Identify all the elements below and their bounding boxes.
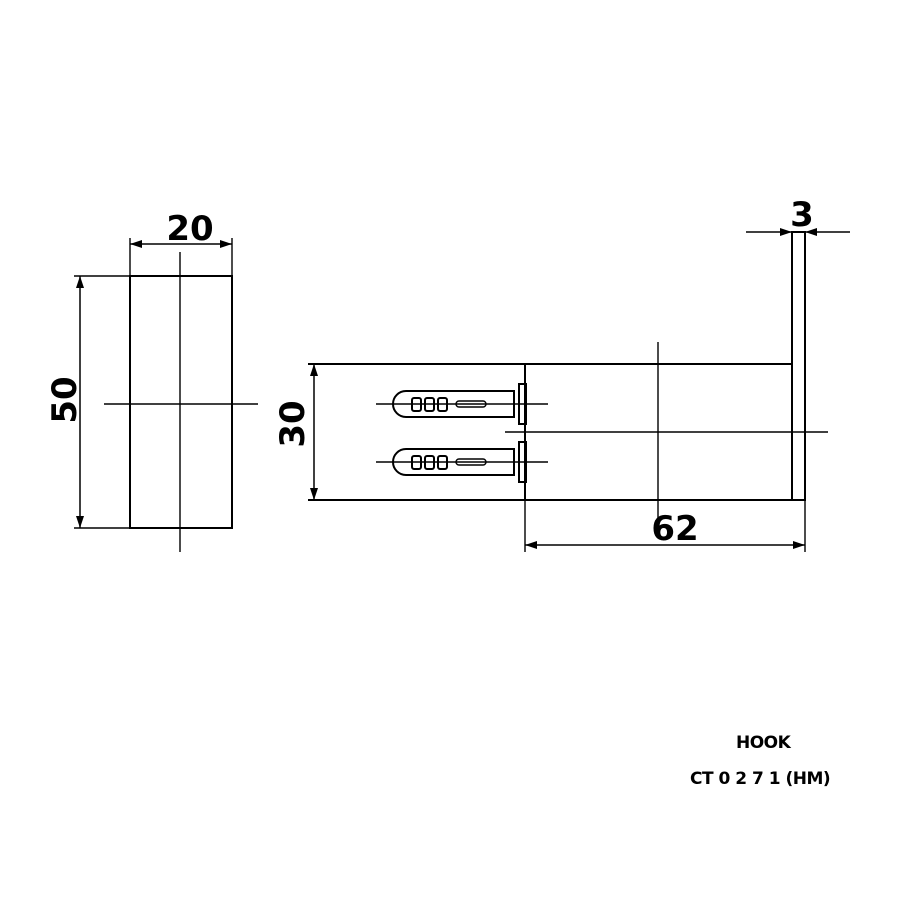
side-view	[308, 231, 828, 518]
dimension-20-label: 20	[166, 209, 213, 249]
product-name: HOOK	[736, 733, 791, 753]
dimension-62-label: 62	[651, 509, 698, 549]
product-code: CT 0 2 7 1 (HM)	[690, 769, 831, 789]
front-view	[104, 252, 258, 552]
dimension-20: 20	[129, 209, 233, 276]
wall-anchor-bottom	[376, 441, 548, 483]
dimension-50-label: 50	[45, 376, 85, 423]
dimension-30-label: 30	[273, 400, 313, 447]
dimension-30: 30	[273, 364, 318, 500]
dimension-3-label: 3	[790, 195, 814, 235]
wall-plate	[791, 231, 806, 501]
dimension-50: 50	[45, 275, 130, 529]
dimension-3: 3	[746, 195, 850, 236]
wall-anchor-top	[376, 383, 548, 425]
front-view-outline	[129, 275, 233, 529]
dimension-62: 62	[524, 500, 806, 552]
